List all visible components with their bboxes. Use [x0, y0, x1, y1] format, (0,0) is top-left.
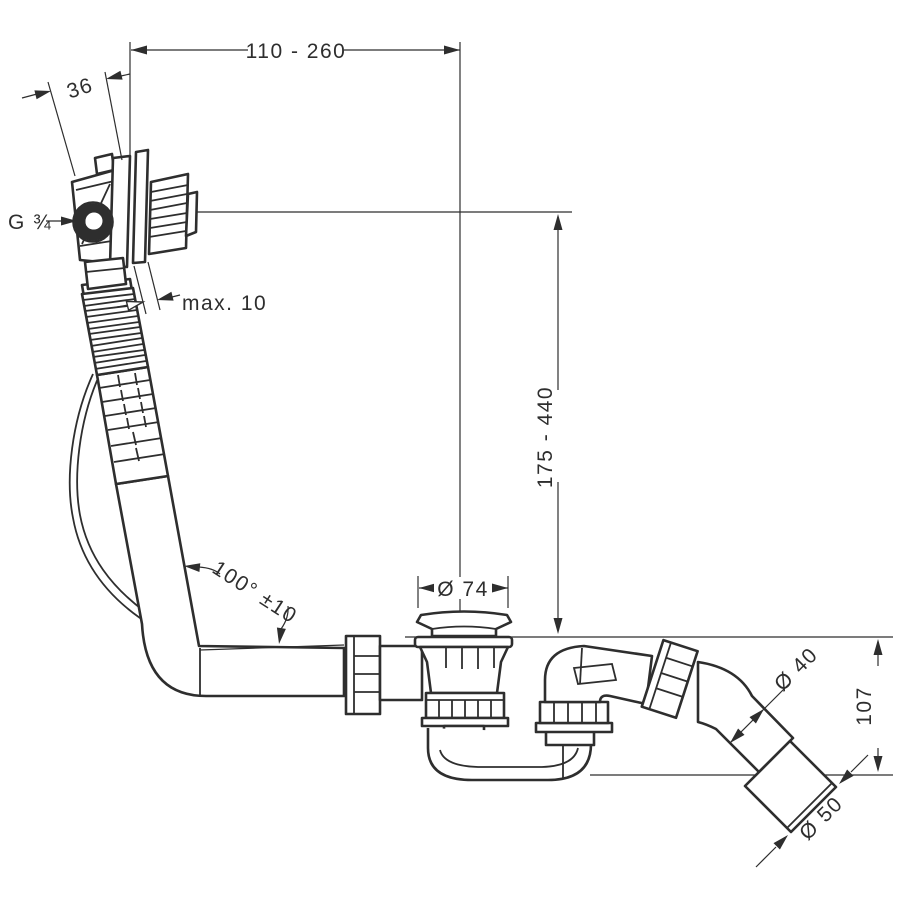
overflow-thread-label: G ¾	[8, 211, 52, 234]
waste-flange	[413, 635, 514, 649]
waste-inlet-pipe	[378, 644, 424, 702]
dim-outlet-height-label: 107	[853, 686, 876, 726]
overflow-pipe	[114, 474, 346, 698]
dim-plug-diameter-label: Ø 74	[437, 578, 489, 601]
overflow-fitting	[70, 148, 199, 315]
telescopic-section	[95, 365, 170, 486]
union-nut-inlet	[344, 634, 382, 716]
union-nut-outlet	[640, 638, 699, 720]
dim-overflow-thread: G ¾	[8, 211, 77, 234]
union-nut-trap	[538, 700, 610, 725]
dim-height-range: 175 - 440	[534, 214, 563, 634]
waste-assembly	[413, 610, 514, 738]
flexible-hose	[80, 277, 150, 377]
dim-wall-gap: max. 10	[111, 291, 267, 315]
dim-outlet-height: 107	[853, 639, 883, 772]
control-cable	[68, 373, 166, 631]
trap-elbow	[534, 644, 654, 747]
dim-wall-gap-label: max. 10	[182, 292, 267, 315]
union-nut-waste	[420, 691, 510, 728]
dim-height-range-label: 175 - 440	[534, 386, 557, 488]
strainer-slots	[445, 648, 495, 669]
dim-pipe-angle: 100° ±10	[184, 557, 301, 644]
dim-top-span-label: 110 - 260	[246, 40, 347, 63]
wall-flange-plate	[131, 148, 150, 265]
threaded-body	[147, 172, 190, 256]
wall-flange-plate	[108, 154, 132, 269]
waste-plug-cap	[415, 610, 513, 638]
dim-plug-diameter: Ø 74	[417, 576, 509, 608]
outlet-socket	[743, 739, 838, 834]
dim-fitting-depth-label: 36	[64, 73, 96, 103]
dim-top-span: 110 - 260	[129, 38, 461, 611]
overflow-knob	[72, 201, 114, 243]
dim-outlet-pipe-diameter-label: Ø 40	[770, 643, 823, 696]
dim-pipe-angle-label: 100° ±10	[208, 557, 301, 629]
